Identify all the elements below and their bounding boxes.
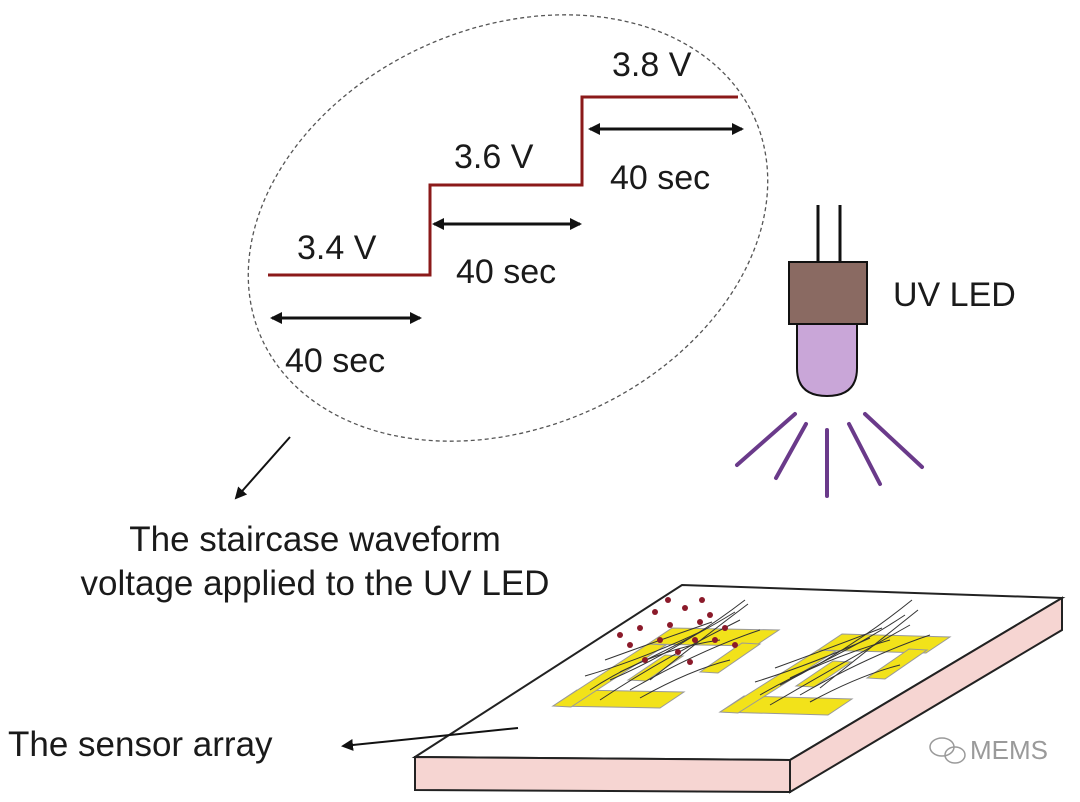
sensor-pointer-arrow (341, 727, 519, 751)
led-body (788, 261, 868, 325)
duration-label-2: 40 sec (456, 253, 557, 291)
waveform-pointer-arrow (234, 436, 291, 500)
duration-label-1: 40 sec (285, 342, 386, 380)
sensor-electrode-right (718, 633, 952, 716)
nanowire-mesh-left (584, 599, 761, 701)
staircase-waveform (268, 95, 738, 277)
uv-led-label: UV LED (893, 276, 1016, 314)
sensor-substrate (411, 583, 1066, 794)
duration-label-3: 40 sec (610, 159, 711, 197)
sensor-array-label: The sensor array (8, 725, 273, 764)
waveform-caption: The staircase waveform voltage applied t… (0, 518, 630, 606)
voltage-label-1: 3.4 V (297, 229, 377, 267)
uv-led-icon (788, 205, 868, 398)
nanowire-mesh-right (754, 599, 931, 706)
waveform-caption-line1: The staircase waveform (129, 520, 501, 559)
waveform-caption-line2: voltage applied to the UV LED (80, 564, 550, 603)
voltage-label-2: 3.6 V (454, 138, 534, 176)
watermark-text: MEMS (970, 735, 1048, 765)
uv-light-rays (735, 412, 924, 498)
chat-bubble-icon (929, 737, 966, 764)
callout-ellipse (247, 14, 769, 442)
led-lens (796, 323, 858, 398)
nanoparticles (617, 597, 738, 665)
voltage-label-3: 3.8 V (612, 46, 692, 84)
